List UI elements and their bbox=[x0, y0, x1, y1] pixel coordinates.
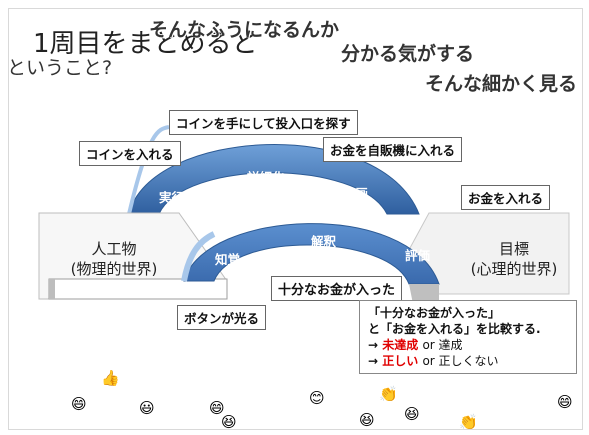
artifact-label: 人工物 (物理的世界) bbox=[49, 239, 179, 279]
smiling-face-icon: 😃 bbox=[139, 399, 155, 417]
scrolling-comment: そんな細かく見る bbox=[425, 73, 578, 95]
goal-label-title: 目標 bbox=[498, 240, 529, 258]
scrolling-comment: 分かる気がする bbox=[341, 43, 475, 65]
grinning-face-icon: 😆 bbox=[359, 411, 375, 429]
goal-label: 目標 (心理的世界) bbox=[459, 239, 569, 279]
scrolling-comment: ということ? bbox=[8, 57, 113, 79]
laughing-face-icon: 😄 bbox=[557, 393, 573, 411]
arc-label-detail: 詳細化 bbox=[247, 170, 285, 185]
label-box-enough-money: 十分なお金が入った bbox=[271, 276, 403, 301]
grinning-face-icon: 😆 bbox=[404, 405, 420, 423]
laughing-face-icon: 😄 bbox=[209, 399, 225, 417]
goal-label-sub: (心理的世界) bbox=[470, 260, 558, 278]
note-highlight: 正しい bbox=[382, 354, 419, 368]
label-box-money-to-vending: お金を自販機に入れる bbox=[323, 137, 463, 162]
label-box-insert-coin: コインを入れる bbox=[79, 141, 181, 166]
arc-label-interpret: 解釈 bbox=[311, 234, 337, 249]
slide: 1周目をまとめると そんなふうになるんか ということ? 分かる気がする そんな細… bbox=[8, 8, 583, 430]
artifact-label-sub: (物理的世界) bbox=[70, 260, 158, 278]
label-box-button-lights: ボタンが光る bbox=[177, 305, 267, 330]
clapping-hands-icon: 👏 bbox=[379, 385, 398, 403]
thumbs-up-icon: 👍 bbox=[101, 369, 120, 387]
arc-label-evaluate: 評価 bbox=[405, 248, 431, 263]
note-highlight: 未達成 bbox=[382, 338, 419, 352]
note-line-1: 「十分なお金が入った」 bbox=[368, 306, 501, 320]
scrolling-comment: そんなふうになるんか bbox=[149, 19, 340, 41]
clapping-hands-icon: 👏 bbox=[459, 413, 478, 430]
arc-label-plan: 計画 bbox=[343, 186, 369, 201]
grinning-face-icon: 😆 bbox=[221, 413, 237, 430]
label-box-insert-money: お金を入れる bbox=[461, 185, 551, 210]
slide-title: 1周目をまとめると bbox=[33, 29, 258, 59]
arrow-icon: → bbox=[368, 354, 379, 368]
arc-label-execute: 実行 bbox=[159, 190, 185, 205]
note-line-3: → 未達成 or 達成 bbox=[368, 337, 568, 353]
laughing-face-icon: 😄 bbox=[71, 395, 87, 413]
note-text: or 達成 bbox=[422, 338, 463, 352]
note-line-4: → 正しい or 正しくない bbox=[368, 353, 568, 369]
arrow-icon: → bbox=[368, 338, 379, 352]
action-cycle-diagram bbox=[38, 125, 570, 309]
world-planes bbox=[38, 212, 570, 300]
artifact-label-title: 人工物 bbox=[91, 240, 137, 258]
label-box-find-slot: コインを手にして投入口を探す bbox=[169, 110, 358, 135]
note-line-2: と「お金を入れる」を比較する. bbox=[368, 322, 541, 336]
arc-label-perceive: 知覚 bbox=[215, 252, 241, 267]
smiling-face-icon: 😊 bbox=[309, 389, 325, 407]
note-text: or 正しくない bbox=[422, 354, 499, 368]
comparison-note: 「十分なお金が入った」 と「お金を入れる」を比較する. → 未達成 or 達成 … bbox=[359, 300, 577, 374]
